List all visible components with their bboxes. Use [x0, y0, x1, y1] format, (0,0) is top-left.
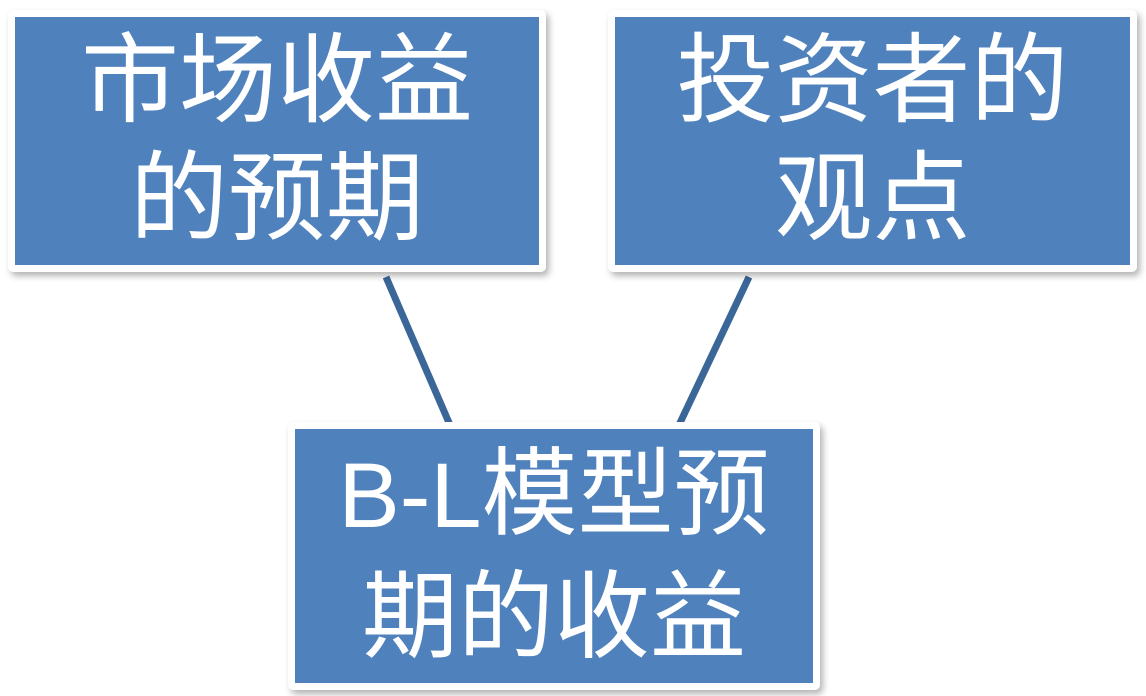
node-market-expectation-line-1: 市场收益	[80, 28, 473, 136]
node-bl-model-return-line-1: B-L模型预	[338, 434, 769, 557]
node-investor-views-line-2: 观点	[774, 146, 971, 254]
node-investor-views-fill: 投资者的 观点	[615, 17, 1130, 265]
connector-investor-to-model	[675, 275, 753, 427]
connector-market-to-model	[382, 275, 454, 427]
node-bl-model-return-line-1-cjk: 模型预	[481, 440, 770, 548]
node-market-expectation-fill: 市场收益 的预期	[15, 17, 539, 265]
node-bl-model-return[interactable]: B-L模型预 期的收益	[288, 422, 820, 690]
node-bl-model-return-fill: B-L模型预 期的收益	[295, 429, 813, 683]
node-investor-views[interactable]: 投资者的 观点	[608, 10, 1137, 272]
node-investor-views-line-1: 投资者的	[676, 28, 1069, 136]
node-bl-model-return-line-2: 期的收益	[362, 563, 746, 671]
node-bl-model-return-latin-prefix: B-L	[338, 444, 482, 547]
node-market-expectation-line-2: 的预期	[129, 146, 424, 254]
node-market-expectation[interactable]: 市场收益 的预期	[8, 10, 546, 272]
